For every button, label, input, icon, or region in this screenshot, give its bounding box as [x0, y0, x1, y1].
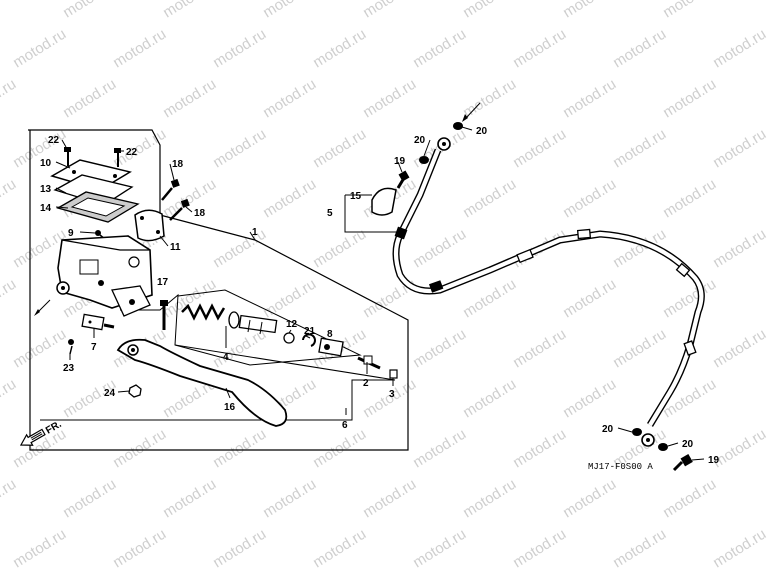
svg-text:FR.: FR.	[44, 419, 64, 437]
leader-lines	[55, 126, 705, 461]
callout-18-lower: 18	[194, 208, 206, 219]
callout-4: 4	[223, 352, 229, 363]
callout-21: 21	[304, 326, 316, 337]
callout-6: 6	[342, 420, 348, 431]
cap-screw-22-right	[114, 148, 121, 167]
dust-boot-8	[318, 337, 344, 357]
callout-22-left: 22	[48, 135, 60, 146]
callout-15: 15	[350, 191, 362, 202]
callout-19-lower: 19	[708, 455, 720, 466]
holder-bolt-18-upper	[161, 178, 180, 201]
clutch-hose	[392, 148, 705, 427]
lever-subassembly-outline	[40, 293, 396, 421]
lower-banjo-fitting	[641, 433, 655, 447]
callout-20-upper: 20	[414, 135, 426, 146]
washer-12	[283, 332, 295, 344]
callout-bracket-5-15	[344, 195, 398, 233]
pointer-arrow-top	[465, 102, 481, 119]
nut-3	[389, 369, 398, 379]
callout-3: 3	[389, 389, 395, 400]
pivot-bolt-17	[160, 300, 168, 330]
clutch-lever-16	[116, 338, 288, 427]
callout-19-upper: 19	[394, 156, 406, 167]
washer-20-lower-left	[632, 428, 642, 436]
callout-12: 12	[286, 319, 298, 330]
callout-20-top: 20	[476, 126, 488, 137]
hose-boot-15	[371, 187, 397, 216]
callout-13: 13	[40, 184, 52, 195]
lever-nut-24	[128, 384, 142, 398]
callout-20-lower-right: 20	[682, 439, 694, 450]
callout-14: 14	[40, 203, 52, 214]
piston-spring-set	[181, 303, 278, 335]
callout-17: 17	[157, 277, 169, 288]
washer-20-upper	[419, 156, 429, 164]
upper-banjo-fitting	[437, 137, 451, 151]
callout-5: 5	[327, 208, 333, 219]
callout-22-right: 22	[126, 147, 138, 158]
callout-1: 1	[252, 227, 258, 238]
holder-bolt-18-lower	[169, 198, 190, 221]
callout-8: 8	[327, 329, 333, 340]
callout-18-upper: 18	[172, 159, 184, 170]
callout-24: 24	[104, 388, 116, 399]
washer-20-lower-right	[658, 443, 668, 451]
screw-23	[68, 339, 74, 355]
handlebar-holder	[134, 209, 165, 242]
callout-9: 9	[68, 228, 74, 239]
diagram-code: MJ17-F0S00 A	[588, 462, 653, 472]
front-direction-arrow: FR.	[19, 419, 64, 446]
cap-screw-22-left	[64, 147, 71, 166]
washer-20-top	[453, 122, 463, 130]
reservoir-diaphragm	[56, 191, 140, 223]
callout-16: 16	[224, 402, 236, 413]
callout-11: 11	[170, 242, 181, 253]
master-cylinder-body	[34, 235, 153, 317]
callout-23: 23	[63, 363, 75, 374]
banjo-bolt-19-upper	[396, 170, 410, 189]
callout-2: 2	[363, 378, 369, 389]
push-rod-2	[357, 355, 381, 370]
callout-7: 7	[91, 342, 97, 353]
callout-20-lower-left: 20	[602, 424, 614, 435]
piston-set-outline	[174, 289, 362, 366]
circlip-21	[302, 333, 316, 347]
clutch-switch	[81, 313, 115, 331]
callout-10: 10	[40, 158, 52, 169]
banjo-bolt-19-lower	[672, 454, 693, 472]
